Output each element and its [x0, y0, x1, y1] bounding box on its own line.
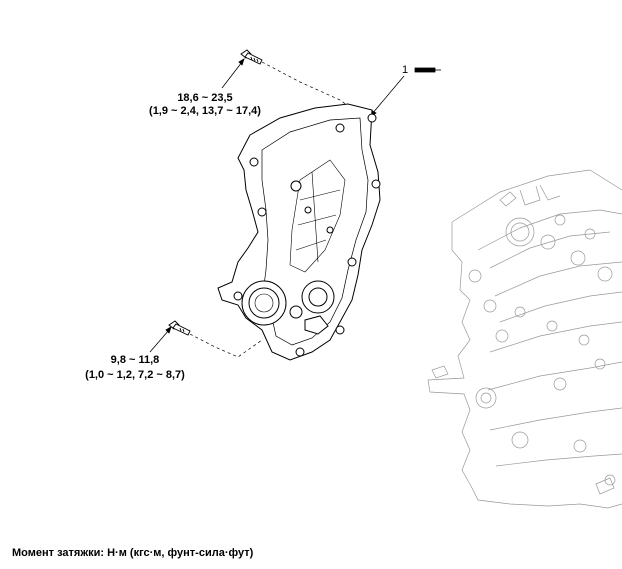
lower-torque-alt-units: (1,0 ~ 1,2, 7,2 ~ 8,7) — [85, 369, 185, 381]
upper-bolt-leader — [221, 58, 245, 89]
torque-units-note: Момент затяжки: Н·м (кгс·м, фунт-сила·фу… — [12, 547, 254, 559]
lower-bolt-leader — [149, 326, 172, 353]
upper-bolt-icon — [240, 49, 263, 65]
upper-torque-nm: 18,6 ~ 23,5 — [177, 92, 233, 104]
lower-dashed-line — [189, 333, 263, 358]
timing-chain-cover — [217, 103, 381, 361]
sealant-icon — [414, 67, 441, 73]
lower-bolt-icon — [168, 320, 191, 336]
callout-1-leader — [369, 75, 405, 118]
lower-torque-nm: 9,8 ~ 11,8 — [110, 354, 160, 366]
engine-block-outline — [427, 169, 622, 509]
upper-torque-alt-units: (1,9 ~ 2,4, 13,7 ~ 17,4) — [149, 105, 261, 117]
callout-number: 1 — [401, 64, 409, 76]
